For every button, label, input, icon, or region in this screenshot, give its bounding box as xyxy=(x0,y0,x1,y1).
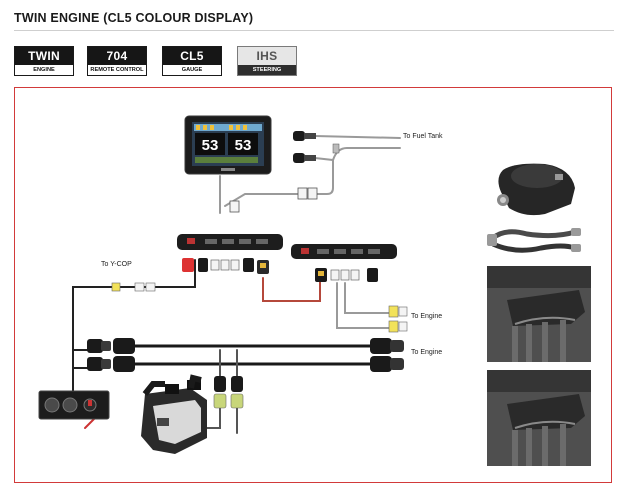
steering-pump-illustration xyxy=(497,163,575,216)
label-to-engine-harness: To Engine xyxy=(411,349,443,356)
fuel-tank-connectors xyxy=(293,131,340,163)
badge-ihs-caption: STEERING xyxy=(238,65,296,75)
badge-704-caption: REMOTE CONTROL xyxy=(88,65,146,75)
control-box-connectors xyxy=(213,376,244,409)
badge-cl5-caption: GAUGE xyxy=(163,65,221,75)
switch-panel-cable xyxy=(72,367,88,394)
switch-panel-red-cable xyxy=(84,417,96,429)
label-to-ycop: To Y-COP xyxy=(101,261,132,268)
ycop-backbone xyxy=(72,286,116,394)
badge-ihs-steering[interactable]: IHS STEERING xyxy=(237,46,297,76)
engine-data-connectors xyxy=(388,305,408,333)
control-cable-3 xyxy=(204,405,221,429)
hub-red-link xyxy=(262,277,321,302)
label-to-fuel-tank: To Fuel Tank xyxy=(403,133,443,140)
gauge-right-rpm: 53 xyxy=(235,137,252,154)
fuel-tank-cable-top xyxy=(314,135,401,139)
label-to-engine-data: To Engine xyxy=(411,313,443,320)
key-switch-panel xyxy=(38,390,110,420)
badge-704-value: 704 xyxy=(88,47,146,65)
ycop-connectors xyxy=(111,282,156,292)
network-hub-right xyxy=(291,244,397,282)
steering-hose-illustration xyxy=(487,228,581,253)
badge-twin-caption: ENGINE xyxy=(15,65,73,75)
badge-cl5-gauge[interactable]: CL5 GAUGE xyxy=(162,46,222,76)
badge-ihs-value: IHS xyxy=(238,47,296,65)
gauge-to-hub-cable xyxy=(312,159,334,195)
binnacle-remote-control xyxy=(141,374,207,454)
badge-cl5-value: CL5 xyxy=(163,47,221,65)
outboard-photo-2 xyxy=(487,370,591,466)
badge-twin-engine[interactable]: TWIN ENGINE xyxy=(14,46,74,76)
engine-gray-cable-2 xyxy=(336,282,394,329)
gauge-hub-connectors xyxy=(229,187,318,213)
wiring-diagram: 53 53 xyxy=(38,115,591,466)
network-hub-left xyxy=(177,234,283,274)
main-harness-connectors xyxy=(87,338,404,372)
badge-twin-value: TWIN xyxy=(15,47,73,65)
page-title: TWIN ENGINE (CL5 COLOUR DISPLAY) xyxy=(14,11,254,25)
gauge-top-icons xyxy=(196,125,247,130)
wiring-diagram-frame: 53 53 xyxy=(14,87,612,483)
outboard-photo-1 xyxy=(487,266,591,362)
fuel-tank-cable-bottom xyxy=(314,147,401,162)
engine-gray-cable-1 xyxy=(344,282,394,314)
badge-704-remote-control[interactable]: 704 REMOTE CONTROL xyxy=(87,46,147,76)
cl5-gauge-display: 53 53 xyxy=(184,115,272,175)
gauge-left-rpm: 53 xyxy=(202,137,219,154)
title-divider xyxy=(14,30,614,31)
